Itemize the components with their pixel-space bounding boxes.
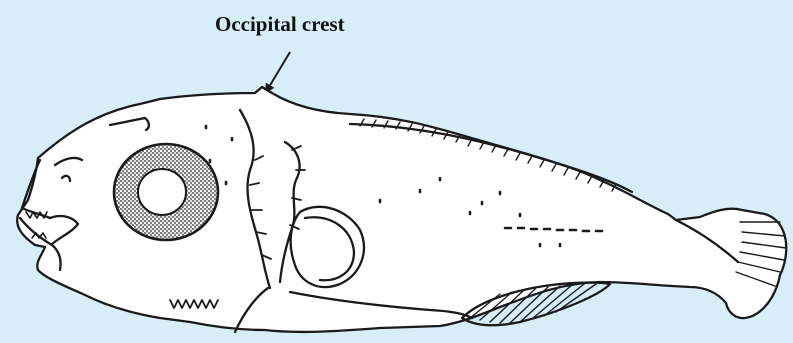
annotation-arrow	[266, 52, 290, 92]
eye	[114, 144, 218, 240]
